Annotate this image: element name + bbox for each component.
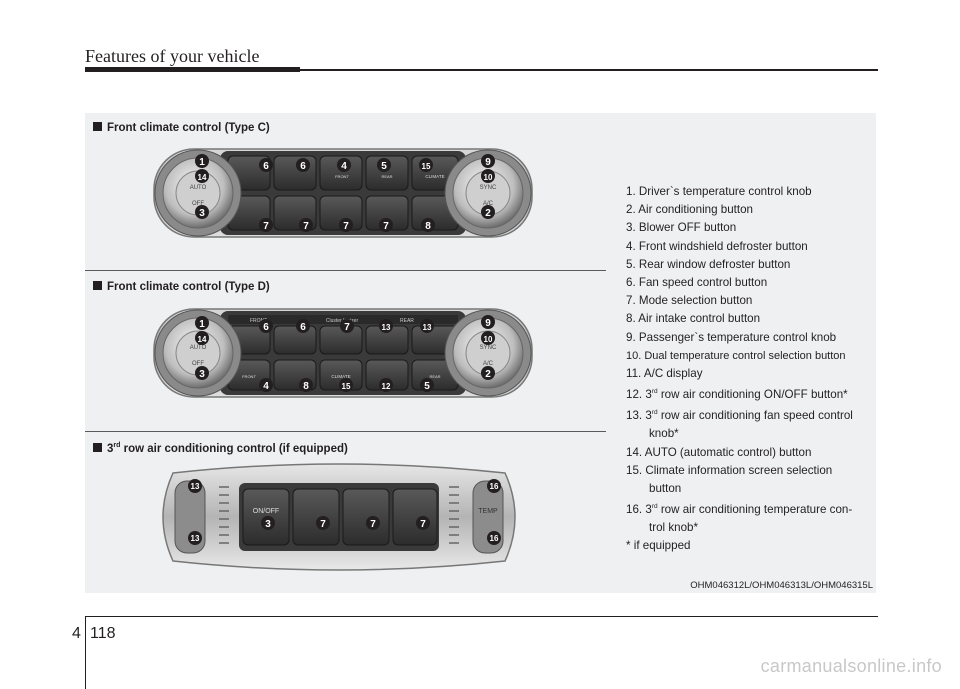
- svg-text:7: 7: [320, 519, 326, 530]
- svg-text:10: 10: [484, 173, 493, 182]
- svg-text:TEMP: TEMP: [478, 508, 498, 515]
- svg-text:10: 10: [484, 335, 493, 344]
- svg-text:1: 1: [199, 319, 205, 330]
- svg-text:7: 7: [383, 221, 389, 232]
- legend-list: 1. Driver`s temperature control knob 2. …: [626, 183, 876, 556]
- climate-control-type-c-illustration: AUTO OFF SYNC A/C FRONT REAR CLIMATE 1 14…: [153, 148, 533, 238]
- svg-text:CLIMATE: CLIMATE: [425, 174, 444, 179]
- legend-item-continuation: button: [649, 481, 682, 495]
- svg-text:FRONT: FRONT: [335, 174, 349, 179]
- svg-text:16: 16: [490, 534, 499, 543]
- section-title-type-d: Front climate control (Type D): [93, 281, 270, 293]
- svg-text:OFF: OFF: [192, 201, 204, 207]
- header-rule-thick: [85, 67, 300, 72]
- svg-text:7: 7: [370, 519, 376, 530]
- watermark: carmanualsonline.info: [760, 656, 942, 676]
- svg-text:7: 7: [343, 221, 349, 232]
- legend-item: 14. AUTO (automatic control) button: [626, 445, 812, 459]
- svg-text:6: 6: [300, 161, 306, 172]
- svg-text:16: 16: [490, 482, 499, 491]
- svg-text:4: 4: [263, 381, 269, 392]
- page-header-title: Features of your vehicle: [85, 46, 260, 66]
- svg-text:6: 6: [263, 161, 269, 172]
- svg-text:7: 7: [344, 322, 350, 333]
- svg-text:6: 6: [263, 322, 269, 333]
- legend-item: 15. Climate information screen selection: [626, 463, 833, 477]
- svg-text:1: 1: [199, 157, 205, 168]
- svg-text:A/C: A/C: [483, 361, 494, 367]
- footer-rule-vertical: [85, 616, 86, 689]
- svg-text:SYNC: SYNC: [480, 345, 497, 351]
- svg-text:CLIMATE: CLIMATE: [331, 374, 350, 379]
- legend-item: * if equipped: [626, 539, 691, 553]
- legend-item: 8. Air intake control button: [626, 312, 761, 326]
- square-bullet-icon: [93, 442, 102, 452]
- svg-text:SYNC: SYNC: [480, 185, 497, 191]
- legend-item: 5. Rear window defroster button: [626, 257, 791, 271]
- legend-item: 3. Blower OFF button: [626, 221, 737, 235]
- square-bullet-icon: [93, 281, 102, 290]
- legend-item: 9. Passenger`s temperature control knob: [626, 330, 837, 344]
- legend-item: 16. 3rd row air conditioning temperature…: [626, 503, 853, 517]
- svg-text:7: 7: [303, 221, 309, 232]
- legend-item-continuation: trol knob*: [649, 521, 698, 535]
- chapter-number: 4: [72, 625, 81, 642]
- svg-text:FRONT: FRONT: [242, 374, 256, 379]
- svg-text:ON/OFF: ON/OFF: [253, 508, 279, 515]
- legend-item: 6. Fan speed control button: [626, 276, 768, 290]
- svg-text:15: 15: [342, 382, 351, 391]
- svg-text:15: 15: [422, 162, 431, 171]
- svg-text:REAR: REAR: [400, 318, 414, 324]
- svg-text:14: 14: [198, 173, 207, 182]
- legend-item: 7. Mode selection button: [626, 294, 753, 308]
- third-row-control-illustration: ON/OFF TEMP 13 13 16 16 3 7 7 7: [162, 463, 516, 571]
- svg-text:AUTO: AUTO: [190, 185, 207, 191]
- svg-text:13: 13: [423, 323, 432, 332]
- svg-text:AUTO: AUTO: [190, 345, 207, 351]
- page-number: 118: [90, 625, 116, 642]
- svg-text:13: 13: [382, 323, 391, 332]
- svg-text:REAR: REAR: [381, 174, 392, 179]
- svg-text:REAR: REAR: [429, 374, 440, 379]
- climate-control-type-d-illustration: FRONT Cluster Ionizer REAR FRONT CLIMATE…: [153, 308, 533, 398]
- header-rule-thin: [300, 69, 878, 71]
- svg-text:9: 9: [485, 157, 491, 168]
- section-title-3rd-row: 3rd row air conditioning control (if equ…: [93, 442, 348, 455]
- svg-text:7: 7: [263, 221, 269, 232]
- svg-text:12: 12: [382, 382, 391, 391]
- svg-text:8: 8: [425, 221, 431, 232]
- legend-item: 13. 3rd row air conditioning fan speed c…: [626, 409, 853, 423]
- legend-item: 12. 3rd row air conditioning ON/OFF butt…: [626, 388, 848, 402]
- square-bullet-icon: [93, 122, 102, 131]
- svg-text:13: 13: [191, 534, 200, 543]
- svg-text:OFF: OFF: [192, 361, 204, 367]
- footer-rule: [85, 616, 878, 617]
- svg-text:8: 8: [303, 381, 309, 392]
- svg-text:6: 6: [300, 322, 306, 333]
- svg-text:9: 9: [485, 318, 491, 329]
- legend-item: 2. Air conditioning button: [626, 203, 753, 217]
- legend-item: 10. Dual temperature control selection b…: [626, 349, 846, 362]
- svg-text:14: 14: [198, 335, 207, 344]
- svg-text:3: 3: [199, 369, 205, 380]
- legend-item-continuation: knob*: [649, 427, 679, 441]
- svg-text:A/C: A/C: [483, 201, 494, 207]
- svg-text:5: 5: [381, 161, 387, 172]
- svg-text:13: 13: [191, 482, 200, 491]
- svg-text:2: 2: [485, 208, 491, 219]
- section-divider: [85, 431, 606, 432]
- svg-text:7: 7: [420, 519, 426, 530]
- svg-text:4: 4: [341, 161, 347, 172]
- svg-text:2: 2: [485, 369, 491, 380]
- section-title-type-c: Front climate control (Type C): [93, 122, 270, 134]
- svg-text:5: 5: [424, 381, 430, 392]
- svg-text:FRONT: FRONT: [250, 318, 267, 324]
- svg-text:3: 3: [265, 519, 271, 530]
- legend-item: 4. Front windshield defroster button: [626, 239, 808, 253]
- image-code: OHM046312L/OHM046313L/OHM046315L: [690, 580, 873, 591]
- legend-item: 11. A/C display: [626, 367, 703, 381]
- svg-text:3: 3: [199, 208, 205, 219]
- legend-item: 1. Driver`s temperature control knob: [626, 185, 812, 198]
- section-divider: [85, 270, 606, 271]
